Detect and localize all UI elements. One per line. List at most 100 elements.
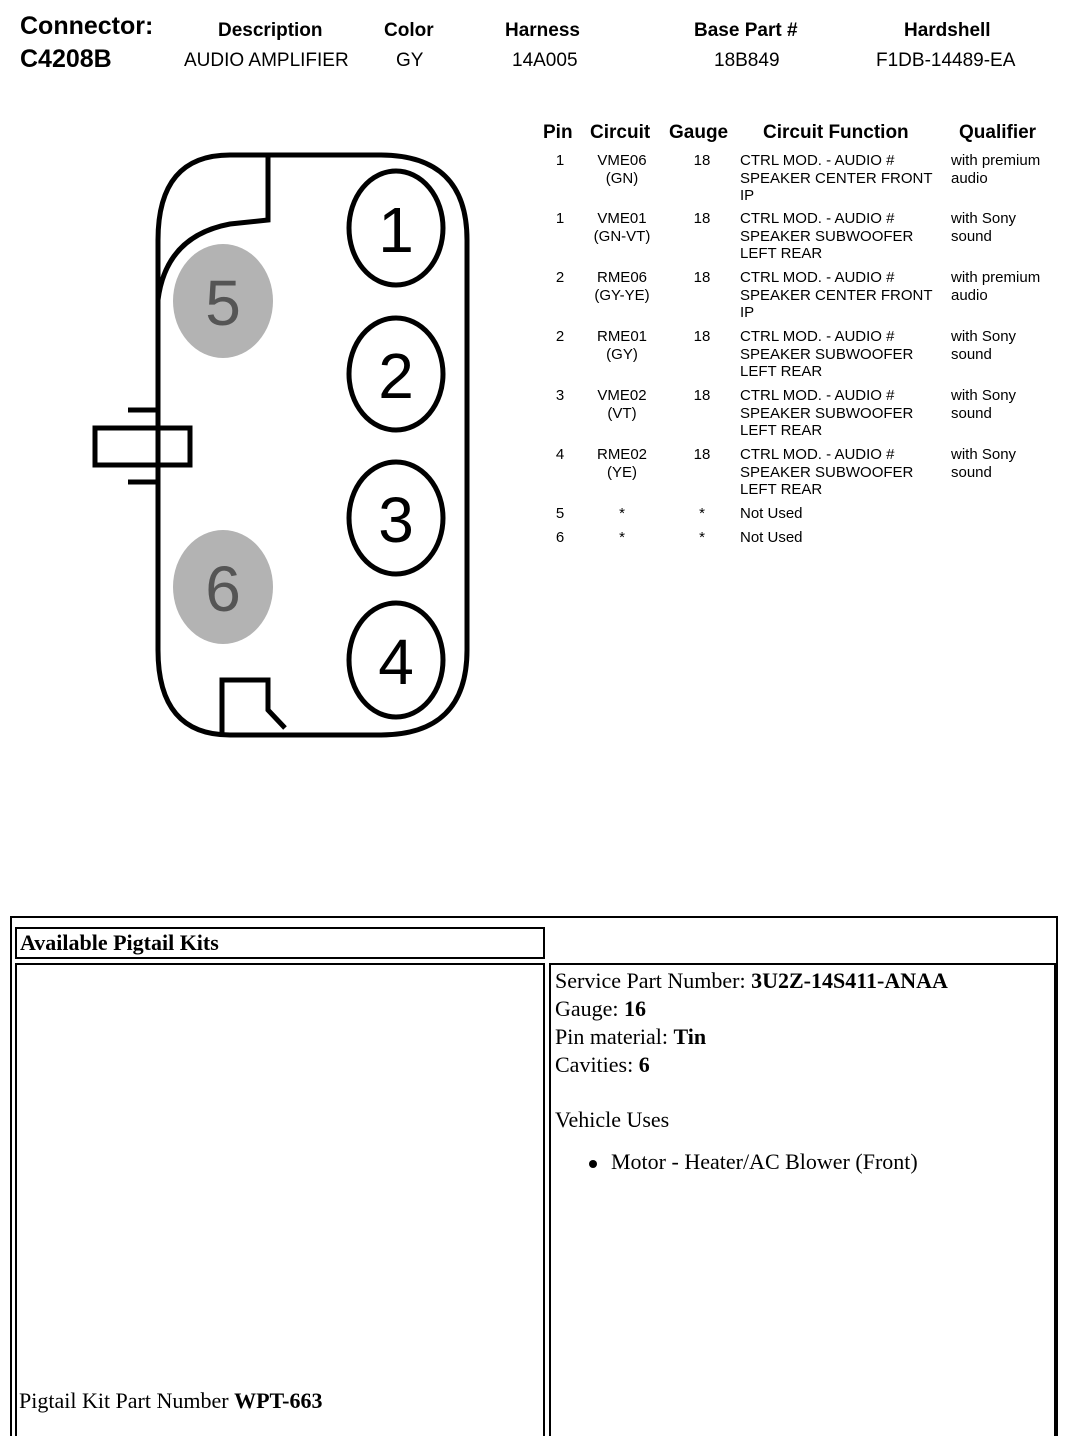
row-func-line: CTRL MOD. - AUDIO # [740,446,895,463]
color-value: GY [396,50,424,71]
row-qual-line: with Sony [951,446,1017,463]
row-qual-line: audio [951,169,988,187]
row-func-line: LEFT REAR [740,245,823,262]
service-part-number-value: 3U2Z-14S411-ANAA [751,968,948,993]
row-func-line: CTRL MOD. - AUDIO # [740,152,895,169]
description-value: AUDIO AMPLIFIER [184,50,349,71]
row-pin: 5 [555,505,565,522]
vehicle-uses-label: Vehicle Uses [555,1107,670,1132]
pigtail-kit-part-number: Pigtail Kit Part Number WPT-663 [19,1388,323,1413]
description-label: Description [218,20,323,41]
row-gauge: 18 [693,446,711,463]
row-qual-line: with premium [951,269,1041,286]
row-func-line: Not Used [740,505,803,522]
row-circuit-color: (GN-VT) [593,227,651,245]
row-qual-line: with Sony [951,210,1017,227]
connector-value: C4208B [20,45,112,73]
row-circuit: RME01 [596,328,648,345]
cavity-6 [173,530,273,644]
pigtail-kit-part-number-value: WPT-663 [234,1388,323,1413]
row-qual-line: sound [951,463,992,481]
row-func-line: SPEAKER SUBWOOFER [740,463,914,481]
latch-notch-bottom [219,677,287,733]
bullet-icon [589,1159,597,1168]
row-qual-line: sound [951,345,992,363]
row-gauge: 18 [693,387,711,404]
row-circuit: VME02 [597,387,647,404]
row-circuit: RME06 [596,269,648,286]
harness-value: 14A005 [512,50,578,71]
row-pin: 6 [555,529,565,546]
hardshell-value: F1DB-14489-EA [876,50,1016,71]
row-func-line: CTRL MOD. - AUDIO # [740,328,895,345]
row-circuit-color: (GN) [605,169,639,187]
row-pin: 1 [555,210,565,227]
row-circuit-color: (YE) [607,463,637,481]
row-func-line: CTRL MOD. - AUDIO # [740,210,895,227]
row-gauge: 18 [693,328,711,345]
row-circuit: RME02 [596,446,648,463]
row-qual-line: with premium [951,152,1041,169]
th-circuit-function: Circuit Function [763,122,909,143]
row-func-line: LEFT REAR [740,363,823,380]
row-func-line: LEFT REAR [740,422,823,439]
row-func-line: CTRL MOD. - AUDIO # [740,269,895,286]
pigtail-details: Service Part Number: 3U2Z-14S411-ANAA Ga… [549,963,1056,1436]
cavity-2 [346,315,446,433]
row-gauge: * [699,529,705,546]
row-gauge: * [699,505,705,522]
row-func-line: SPEAKER SUBWOOFER [740,345,914,363]
cavity-4 [346,600,446,720]
th-pin: Pin [543,122,573,143]
row-func-line: IP [740,187,755,204]
connector-outline [155,152,470,738]
row-circuit: VME01 [597,210,647,227]
th-qualifier: Qualifier [959,122,1037,143]
vehicle-use: Motor - Heater/AC Blower (Front) [611,1149,918,1174]
cavity-label-4: 4 [378,626,414,698]
base-part-label: Base Part # [694,20,798,41]
row-func-line: CTRL MOD. - AUDIO # [740,387,895,404]
row-circuit: * [619,505,625,522]
cavities-value: 6 [638,1052,650,1077]
cavity-label-6: 6 [205,553,241,625]
row-pin: 2 [555,328,565,345]
row-qual-line: sound [951,404,992,422]
connector-diagram: 1 2 3 4 5 6 [92,152,470,738]
row-gauge: 18 [693,152,711,169]
gauge: Gauge: 16 [555,996,647,1021]
th-gauge: Gauge [669,122,729,143]
row-circuit-color: (VT) [607,404,637,422]
cavity-label-2: 2 [378,340,414,412]
row-gauge: 18 [693,210,711,227]
row-func-line: LEFT REAR [740,481,823,498]
row-circuit-color: (GY-YE) [594,286,650,304]
row-qual-line: audio [951,286,988,304]
row-func-line: SPEAKER SUBWOOFER [740,404,914,422]
connector-label: Connector: [20,12,154,40]
row-pin: 1 [555,152,565,169]
cavities: Cavities: 6 [555,1052,650,1077]
hardshell-label: Hardshell [904,20,991,41]
row-circuit-color: (GY) [606,345,638,363]
list-item: Motor - Heater/AC Blower (Front) [589,1148,1050,1176]
row-circuit: * [619,529,625,546]
cavity-3 [346,459,446,577]
th-circuit: Circuit [590,122,651,143]
row-func-line: SPEAKER SUBWOOFER [740,227,914,245]
cavity-5 [173,244,273,358]
pigtail-kits-title: Available Pigtail Kits [15,927,545,959]
cavity-label-3: 3 [378,484,414,556]
locking-tab [92,425,193,468]
row-circuit: VME06 [597,152,647,169]
cavity-label-5: 5 [205,267,241,339]
row-qual-line: with Sony [951,387,1017,404]
row-qual-line: sound [951,227,992,245]
cavity-1 [346,168,446,288]
row-qual-line: with Sony [951,328,1017,345]
base-part-value: 18B849 [714,50,780,71]
gauge-value: 16 [624,996,647,1021]
row-func-line: IP [740,304,755,321]
row-func-line: SPEAKER CENTER FRONT [740,169,933,187]
row-gauge: 18 [693,269,711,286]
